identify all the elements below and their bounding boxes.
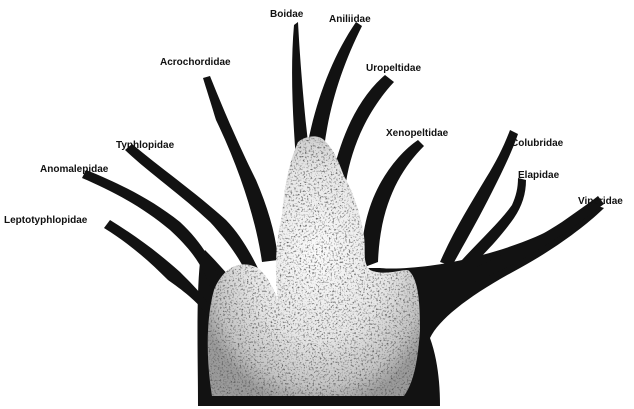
branch-xenopeltidae bbox=[362, 140, 424, 268]
branch-uropeltidae bbox=[332, 75, 394, 182]
label-leptotyphlopidae: Leptotyphlopidae bbox=[4, 215, 88, 226]
label-acrochordidae: Acrochordidae bbox=[160, 57, 231, 68]
label-xenopeltidae: Xenopeltidae bbox=[386, 128, 449, 139]
label-anomalepidae: Anomalepidae bbox=[40, 164, 109, 175]
label-aniliidae: Aniliidae bbox=[329, 14, 371, 25]
label-uropeltidae: Uropeltidae bbox=[366, 63, 421, 74]
label-elapidae: Elapidae bbox=[518, 170, 560, 181]
branch-leptotyphlopidae bbox=[104, 220, 214, 316]
branch-acrochordidae bbox=[203, 76, 278, 262]
label-colubridae: Colubridae bbox=[511, 138, 564, 149]
label-viperidae: Viperidae bbox=[578, 196, 623, 207]
label-typhlopidae: Typhlopidae bbox=[116, 140, 175, 151]
label-boidae: Boidae bbox=[270, 9, 304, 20]
